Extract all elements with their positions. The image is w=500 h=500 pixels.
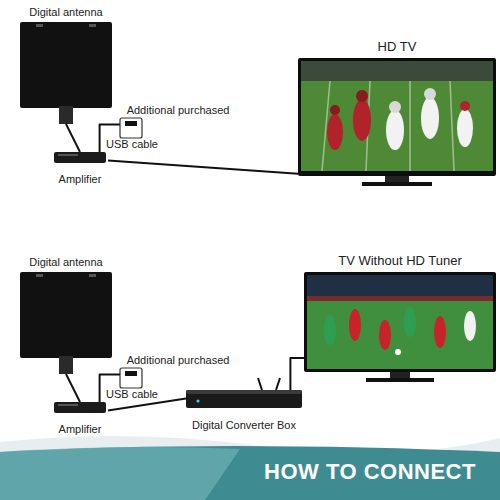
usb-adapter-body <box>120 118 142 138</box>
node-label: Digital antenna <box>29 256 102 269</box>
node-label: TV Without HD Tuner <box>338 254 462 267</box>
player <box>386 110 404 150</box>
converter-led <box>196 399 199 402</box>
player-helmet <box>356 90 368 102</box>
player <box>349 309 361 341</box>
yard-lines <box>322 81 454 171</box>
player <box>353 99 371 141</box>
tv-stand <box>385 176 409 182</box>
player-helmet <box>424 88 436 100</box>
converter-antenna <box>258 378 262 390</box>
converter-antenna <box>276 378 280 390</box>
antenna-panel <box>20 272 112 358</box>
football <box>395 349 401 355</box>
antenna-panel <box>20 22 112 108</box>
converter-top <box>186 390 302 394</box>
player-helmet <box>460 101 470 111</box>
amplifier-highlight <box>58 404 78 406</box>
player <box>324 315 336 345</box>
player-helmet <box>389 101 401 113</box>
player <box>434 316 446 348</box>
tv-node: TV Without HD Tuner <box>304 254 496 384</box>
amplifier-node: Amplifier <box>52 152 108 186</box>
banner-highlight <box>0 447 240 500</box>
player <box>457 109 473 147</box>
cable-line <box>290 358 304 390</box>
usb-port <box>125 121 137 126</box>
node-label: Additional purchased <box>127 104 230 117</box>
amplifier-body <box>54 402 106 413</box>
tv-node: HD TV <box>298 40 496 192</box>
antenna-tab <box>59 356 73 374</box>
antenna-notch <box>89 24 96 27</box>
antenna-notch <box>89 274 96 277</box>
cable-label: USB cable <box>106 138 158 151</box>
player <box>327 114 343 150</box>
antenna-node: Digital antenna <box>12 256 120 374</box>
usb-adapter-node: Additional purchased <box>120 354 236 388</box>
stadium-stands <box>307 275 493 301</box>
banner-band <box>0 446 500 500</box>
yard-line <box>450 81 454 171</box>
node-label: Digital Converter Box <box>192 419 296 432</box>
node-label: HD TV <box>378 40 417 53</box>
tv-base <box>366 378 434 382</box>
converter-body <box>186 390 302 408</box>
cable-line <box>66 374 80 402</box>
usb-adapter-node: Additional purchased <box>120 104 236 138</box>
banner-title: HOW TO CONNECT <box>250 459 490 485</box>
cable-line <box>108 398 186 410</box>
amplifier-body <box>54 152 106 163</box>
player <box>464 311 476 341</box>
tv-bezel <box>304 272 496 372</box>
tv-bezel <box>298 58 496 176</box>
cable-line <box>108 161 298 174</box>
usb-adapter-body <box>120 368 142 388</box>
antenna-tab <box>59 106 73 124</box>
yard-line <box>409 81 411 171</box>
cable-line <box>66 124 80 152</box>
tv-base <box>362 182 432 186</box>
usb-port <box>125 371 137 376</box>
converter-box-node: Digital Converter Box <box>186 390 302 432</box>
tv-screen <box>307 275 493 369</box>
node-label: Amplifier <box>59 173 102 186</box>
stadium-stands <box>301 61 493 81</box>
node-label: Digital antenna <box>29 6 102 19</box>
player <box>421 97 439 139</box>
amplifier-highlight <box>58 154 78 156</box>
tv-stand <box>390 372 410 378</box>
node-label: Amplifier <box>59 423 102 436</box>
player <box>404 307 416 337</box>
antenna-notch <box>36 24 43 27</box>
antenna-node: Digital antenna <box>12 6 120 124</box>
advert-boards <box>307 296 493 301</box>
banner-swoosh <box>0 436 500 500</box>
player <box>379 320 391 350</box>
player-helmet <box>330 105 340 115</box>
antenna-notch <box>36 274 43 277</box>
tv-screen <box>301 61 493 171</box>
node-label: Additional purchased <box>127 354 230 367</box>
cable-label: USB cable <box>106 388 158 401</box>
amplifier-node: Amplifier <box>52 402 108 436</box>
